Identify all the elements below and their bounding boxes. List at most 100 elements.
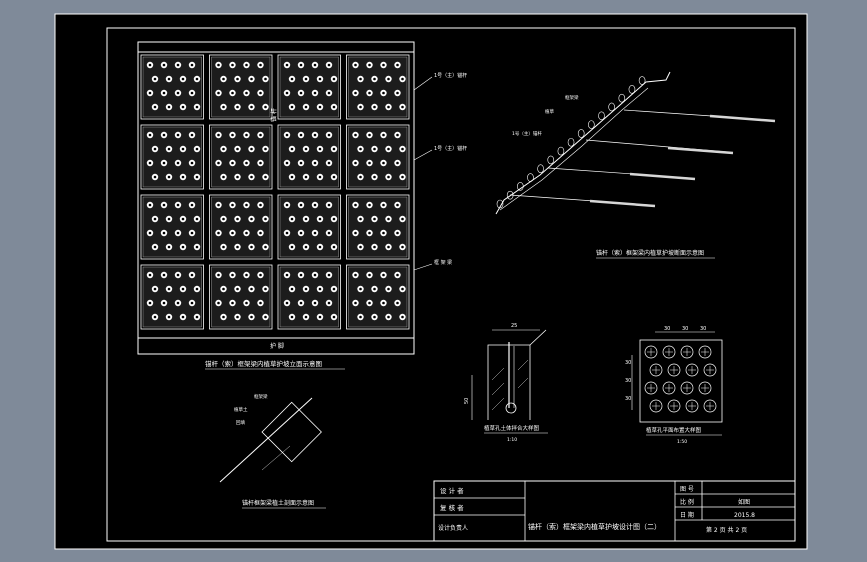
planting-hole-core: [299, 273, 303, 277]
planting-hole-core: [181, 77, 185, 81]
plan-caption: 植草孔平面布置大样图: [646, 426, 702, 434]
planting-hole-core: [190, 161, 194, 165]
planting-hole-core: [264, 315, 267, 319]
anchor-bond-zone: [629, 172, 696, 181]
planting-hole-core: [231, 133, 234, 137]
grid-cell: [346, 264, 410, 330]
planting-hole-core: [313, 231, 317, 235]
planting-hole-core: [190, 231, 194, 235]
planting-hole-core: [264, 77, 267, 81]
grid-cell: [346, 54, 410, 120]
planting-hole-core: [181, 245, 185, 249]
grass-tuft: [496, 199, 504, 209]
grass-tuft: [577, 129, 585, 138]
planting-hole-core: [290, 315, 294, 319]
anchor-rods: [509, 109, 776, 208]
grid-cell: [346, 194, 410, 260]
planting-hole-core: [354, 301, 357, 305]
planting-hole-core: [373, 245, 376, 249]
planting-hole-core: [382, 301, 385, 305]
plan-hole: [698, 381, 712, 395]
planting-hole-core: [236, 245, 239, 249]
planting-hole-core: [250, 217, 253, 221]
planting-hole-core: [162, 301, 166, 305]
planting-hole-core: [162, 91, 166, 95]
grass-tuft: [537, 164, 544, 174]
small-box: [261, 401, 322, 463]
grass-tuft: [588, 120, 595, 129]
planting-hole-core: [167, 245, 171, 249]
planting-hole-core: [373, 217, 376, 221]
grid-cell: [277, 124, 341, 190]
small-hatch: [261, 445, 291, 471]
grass-tuft: [608, 102, 615, 112]
plan-hole: [644, 381, 658, 395]
planting-hole-core: [217, 91, 220, 95]
hole-bulb: [505, 402, 517, 414]
planting-hole-core: [299, 63, 303, 67]
planting-hole-core: [195, 217, 199, 221]
planting-hole-core: [401, 287, 404, 291]
planting-hole-core: [153, 245, 157, 249]
planting-hole-core: [382, 133, 385, 137]
tb-scale-label: 比 例: [680, 498, 694, 506]
planting-hole-core: [153, 77, 157, 81]
planting-hole-core: [217, 231, 220, 235]
hole-dim-top: 25: [511, 323, 517, 329]
grid-cell: [209, 124, 273, 190]
planting-hole-core: [290, 245, 294, 249]
planting-hole-core: [222, 105, 225, 109]
planting-hole-core: [354, 231, 357, 235]
planting-hole-core: [181, 217, 185, 221]
plan-hole: [667, 363, 681, 377]
planting-hole-core: [190, 63, 194, 67]
planting-hole-core: [259, 203, 262, 207]
planting-hole-core: [327, 133, 331, 137]
planting-hole-core: [332, 217, 336, 221]
planting-hole-core: [167, 315, 171, 319]
planting-hole-core: [285, 91, 289, 95]
bottom-strip-label: 护 脚: [270, 342, 284, 350]
planting-hole-core: [167, 77, 171, 81]
planting-hole-core: [313, 91, 317, 95]
plan-hole: [685, 363, 699, 377]
planting-hole-core: [176, 161, 180, 165]
plan-holes: [644, 345, 717, 413]
planting-hole-core: [259, 91, 262, 95]
planting-hole-core: [359, 147, 362, 151]
planting-hole-core: [354, 161, 357, 165]
grid-cell: [346, 124, 410, 190]
planting-hole-core: [264, 217, 267, 221]
planting-hole-core: [259, 301, 262, 305]
planting-hole-core: [181, 287, 185, 291]
planting-hole-core: [217, 301, 220, 305]
planting-hole-core: [359, 315, 362, 319]
tb-date-value: 2015.8: [734, 512, 755, 519]
planting-hole-core: [162, 133, 166, 137]
small-label-1: 框架梁: [254, 393, 268, 400]
planting-hole-core: [359, 175, 362, 179]
callout-3: 框 架 梁: [434, 259, 452, 266]
planting-hole-core: [401, 217, 404, 221]
planting-hole-core: [153, 105, 157, 109]
planting-hole-core: [368, 273, 371, 277]
planting-hole-core: [231, 203, 234, 207]
planting-hole-core: [250, 147, 253, 151]
planting-hole-core: [396, 91, 399, 95]
planting-hole-core: [304, 77, 308, 81]
planting-hole-core: [396, 301, 399, 305]
planting-hole-core: [148, 203, 152, 207]
planting-hole-core: [368, 133, 371, 137]
grid-cell: [209, 54, 273, 120]
planting-hole-core: [250, 77, 253, 81]
planting-hole-core: [285, 133, 289, 137]
grid-cell: [209, 194, 273, 260]
planting-hole-core: [162, 231, 166, 235]
planting-hole-core: [167, 287, 171, 291]
grid-cell: [140, 124, 204, 190]
callout-1: 1号（主）锚杆: [434, 72, 467, 79]
small-caption: 锚杆框架梁植土剖面示意图: [242, 499, 314, 507]
plan-hole: [649, 363, 663, 377]
plan-dim-top-3: 30: [700, 326, 706, 332]
